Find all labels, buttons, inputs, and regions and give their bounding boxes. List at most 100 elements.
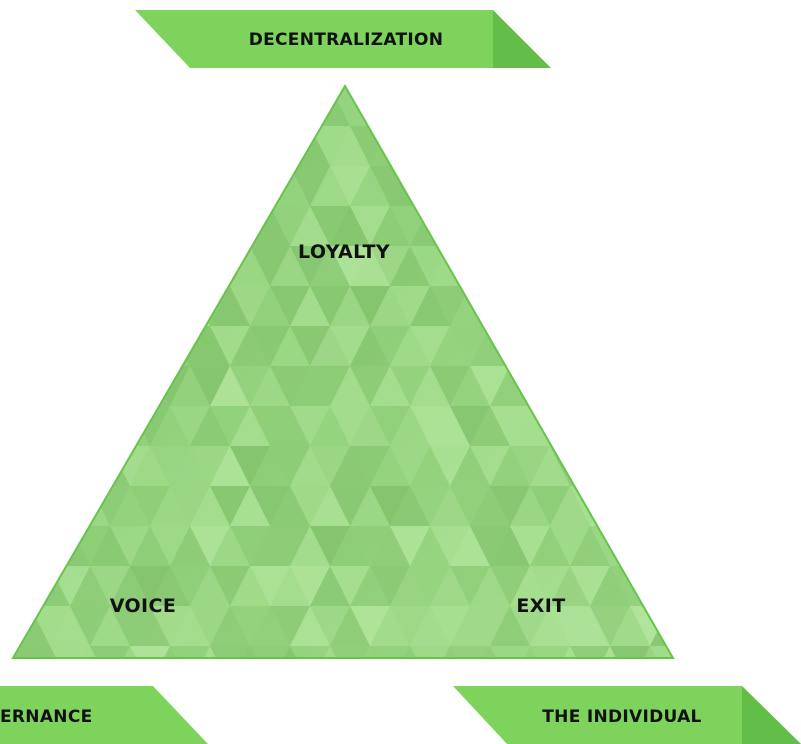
triangle-facet xyxy=(590,446,630,486)
triangle-facet xyxy=(750,286,790,326)
triangle-facet xyxy=(210,566,250,606)
triangle-facet xyxy=(370,206,410,246)
triangle-facet xyxy=(710,526,750,566)
triangle-facet xyxy=(550,406,590,446)
triangle-facet xyxy=(410,166,450,206)
triangle-facet xyxy=(170,206,210,246)
triangle-facet xyxy=(210,366,250,406)
triangle-facet xyxy=(290,206,330,246)
triangle-facet xyxy=(330,206,370,246)
triangle-facet xyxy=(450,526,490,566)
triangle-facet xyxy=(430,286,470,326)
triangle-facet xyxy=(450,406,490,446)
triangle-facet xyxy=(50,206,90,246)
triangle-facet xyxy=(570,246,610,286)
triangle-facet xyxy=(450,206,490,246)
triangle-facet xyxy=(350,246,390,286)
triangle-facet xyxy=(190,606,230,646)
triangle-facet xyxy=(590,206,630,246)
triangle-facet xyxy=(390,326,430,366)
triangle-facet xyxy=(510,126,550,166)
triangle-facet xyxy=(30,366,70,406)
triangle-facet xyxy=(630,166,670,206)
triangle-facet xyxy=(190,86,230,126)
triangle-facet xyxy=(230,286,270,326)
triangle-facet xyxy=(710,166,750,206)
triangle-facet xyxy=(370,446,410,486)
triangle-facet xyxy=(590,86,630,126)
triangle-facet xyxy=(430,446,470,486)
triangle-facet xyxy=(350,526,390,566)
triangle-facet xyxy=(150,606,190,646)
triangle-facet xyxy=(330,366,370,406)
triangle-facet xyxy=(590,406,630,446)
triangle-facet xyxy=(550,246,590,286)
triangle-facet xyxy=(13,206,50,246)
triangle-facet xyxy=(490,366,530,406)
triangle-facet xyxy=(150,446,190,486)
triangle-facet xyxy=(630,406,670,446)
triangle-facet xyxy=(450,606,490,646)
triangle-facet xyxy=(610,206,650,246)
triangle-facet xyxy=(710,646,750,686)
triangle-facet xyxy=(170,286,210,326)
triangle-facet xyxy=(610,286,650,326)
triangle-facet xyxy=(230,526,270,566)
triangle-facet xyxy=(210,526,250,566)
triangle-facet xyxy=(310,326,350,366)
triangle-facet xyxy=(370,646,410,658)
triangle-facet xyxy=(110,326,150,366)
triangle-facet xyxy=(510,446,550,486)
triangle-facet xyxy=(750,126,790,166)
triangle-facet xyxy=(650,486,673,526)
triangle-facet xyxy=(230,686,270,726)
triangle-facet xyxy=(430,206,470,246)
triangle-facet xyxy=(50,286,90,326)
triangle-facet xyxy=(430,526,470,566)
triangle-facet xyxy=(490,446,530,486)
triangle-facets xyxy=(13,86,790,726)
triangle-facet xyxy=(30,86,70,126)
triangle-facet xyxy=(90,206,130,246)
triangle-facet xyxy=(330,406,370,446)
triangle-facet xyxy=(630,366,670,406)
triangle-outline xyxy=(11,83,675,659)
triangle-facet xyxy=(70,446,110,486)
triangle-facet xyxy=(170,366,210,406)
triangle-facet xyxy=(590,566,630,606)
triangle-facet xyxy=(230,486,270,526)
triangle-facet xyxy=(490,646,530,658)
triangle-facet xyxy=(650,366,673,406)
triangle-facet xyxy=(690,246,730,286)
triangle-facet xyxy=(130,646,170,658)
triangle-facet xyxy=(290,166,330,206)
triangle-facet xyxy=(410,486,450,526)
triangle-facet xyxy=(290,606,330,646)
triangle-facet xyxy=(510,606,550,646)
triangle-facet xyxy=(570,526,610,566)
triangle-facet xyxy=(550,606,590,646)
triangle-facet xyxy=(50,406,90,446)
triangle-facet xyxy=(70,326,110,366)
triangle-facet xyxy=(490,166,530,206)
triangle-facet xyxy=(370,246,410,286)
triangle-facet xyxy=(190,326,230,366)
triangle-facet xyxy=(290,406,330,446)
triangle-facet xyxy=(210,406,250,446)
triangle-facet xyxy=(490,606,530,646)
triangle-facet xyxy=(670,206,673,246)
triangle-facet xyxy=(610,246,650,286)
triangle-facet xyxy=(630,526,670,566)
triangle-facet xyxy=(90,366,130,406)
triangle-facet xyxy=(670,406,673,446)
triangle-facet xyxy=(250,126,290,166)
triangle-facet xyxy=(250,486,290,526)
individual-label: THE INDIVIDUAL xyxy=(542,707,701,727)
triangle-facet xyxy=(690,206,730,246)
triangle-facet xyxy=(290,366,330,406)
triangle-facet xyxy=(190,406,230,446)
triangle-facet xyxy=(390,246,430,286)
triangle-facet xyxy=(670,646,673,658)
triangle-facet xyxy=(250,566,290,606)
triangle-facet xyxy=(290,486,330,526)
